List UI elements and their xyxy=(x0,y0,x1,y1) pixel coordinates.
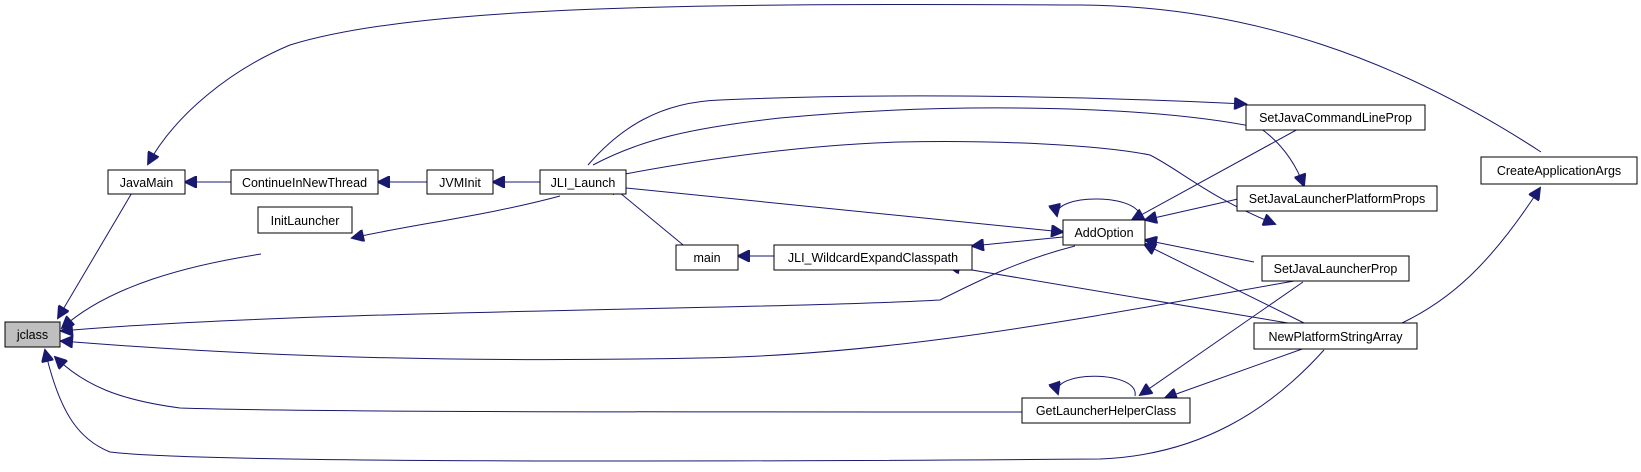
edge-initlauncher-to-jclass xyxy=(62,253,262,328)
node-label: CreateApplicationArgs xyxy=(1497,164,1621,178)
node-label: AddOption xyxy=(1074,226,1133,240)
edge-getlauncherhelperclass-self-loop xyxy=(1057,375,1136,397)
node-addoption[interactable]: AddOption xyxy=(1062,219,1146,246)
node-label: SetJavaLauncherProp xyxy=(1274,262,1398,276)
node-label: JLI_WildcardExpandClasspath xyxy=(788,251,958,265)
node-label: SetJavaCommandLineProp xyxy=(1259,111,1412,125)
node-initlauncher[interactable]: InitLauncher xyxy=(257,206,353,234)
node-label: InitLauncher xyxy=(271,214,340,228)
node-label: SetJavaLauncherPlatformProps xyxy=(1249,192,1425,206)
edge-jli-launch-to-initlauncher xyxy=(352,195,561,238)
edge-newplatformstringarray-to-addoption xyxy=(1144,244,1305,324)
node-jclass[interactable]: jclass xyxy=(4,321,61,348)
node-label: JavaMain xyxy=(120,176,174,190)
edge-getlauncherhelperclass-to-jclass xyxy=(55,357,1023,413)
node-label: NewPlatformStringArray xyxy=(1268,330,1403,344)
node-jvminit[interactable]: JVMInit xyxy=(426,169,494,195)
node-jli-launch[interactable]: JLI_Launch xyxy=(539,169,627,195)
edge-jli-launch-to-setjavalauncherprop xyxy=(624,141,1275,224)
node-main[interactable]: main xyxy=(675,244,739,271)
node-label: JVMInit xyxy=(439,176,481,190)
node-label: GetLauncherHelperClass xyxy=(1036,404,1176,418)
edge-setjavacommandlineprop-to-addoption xyxy=(1132,127,1301,220)
edge-addoption-to-jli-wildcardexpandclasspath xyxy=(972,236,1064,246)
edge-jli-launch-to-setjavacommandlineprop xyxy=(587,95,1246,166)
node-newplatformstringarray[interactable]: NewPlatformStringArray xyxy=(1253,322,1418,350)
node-continueinnewthread[interactable]: ContinueInNewThread xyxy=(230,169,379,195)
edge-jli-launch-to-addoption xyxy=(625,187,1063,232)
node-label: ContinueInNewThread xyxy=(242,176,367,190)
nodes: jclass JavaMain ContinueInNewThread JVMI… xyxy=(4,104,1638,424)
edge-jli-launch-to-setjavalauncherplatformprops xyxy=(592,107,1304,186)
edge-addoption-to-jclass xyxy=(61,245,1076,331)
edge-setjavalauncherprop-to-getlauncherhelperclass xyxy=(1140,281,1304,395)
edge-newplatformstringarray-to-createapplicationargs xyxy=(1401,188,1540,324)
edge-javamain-to-jclass xyxy=(58,190,134,318)
node-label: JLI_Launch xyxy=(551,176,616,190)
node-setjavalauncherprop[interactable]: SetJavaLauncherProp xyxy=(1261,255,1410,282)
node-setjavalauncherplatformprops[interactable]: SetJavaLauncherPlatformProps xyxy=(1236,185,1438,212)
edges xyxy=(45,3,1542,462)
edge-addoption-self-loop xyxy=(1057,198,1141,219)
node-getlauncherhelperclass[interactable]: GetLauncherHelperClass xyxy=(1021,397,1191,424)
node-label: main xyxy=(693,251,720,265)
node-javamain[interactable]: JavaMain xyxy=(107,169,186,195)
node-label: jclass xyxy=(16,328,48,342)
edge-newplatformstringarray-to-jli-wildcardexpandclasspath xyxy=(948,266,1301,326)
edge-setjavalauncherprop-to-jclass xyxy=(61,279,1301,361)
edge-setjavalauncherprop-to-addoption xyxy=(1145,240,1255,263)
node-setjavacommandlineprop[interactable]: SetJavaCommandLineProp xyxy=(1245,104,1426,131)
edge-newplatformstringarray-to-getlauncherhelperclass xyxy=(1165,347,1306,398)
edge-createapplicationargs-to-javamain xyxy=(148,3,1542,164)
node-createapplicationargs[interactable]: CreateApplicationArgs xyxy=(1480,156,1638,185)
node-jli-wildcardexpandclasspath[interactable]: JLI_WildcardExpandClasspath xyxy=(773,244,973,271)
edge-newplatformstringarray-to-jclass xyxy=(45,350,1325,462)
